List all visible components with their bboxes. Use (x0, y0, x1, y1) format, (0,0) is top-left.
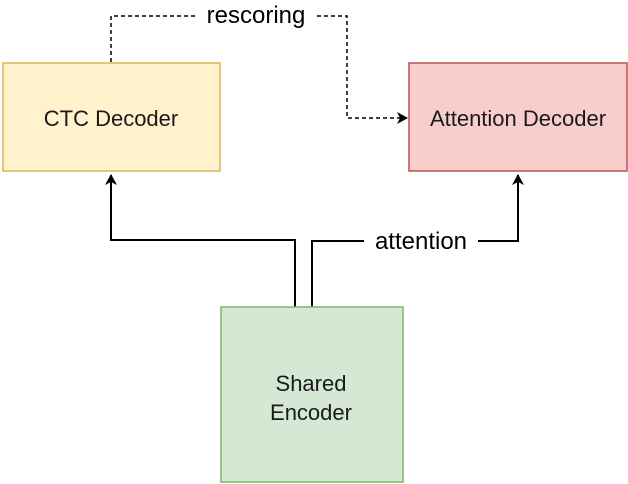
shared-encoder-label-line2: Encoder (270, 400, 352, 425)
ctc-decoder-node: CTC Decoder (2, 62, 221, 172)
encoder-to-ctc-edge (105, 174, 296, 307)
ctc-decoder-box (2, 62, 221, 172)
ctc-decoder-label: CTC Decoder (44, 106, 178, 131)
attention-decoder-label: Attention Decoder (430, 106, 606, 131)
shared-encoder-box (220, 306, 404, 483)
attention-decoder-node: Attention Decoder (408, 62, 628, 172)
attention-label-bg (364, 227, 478, 255)
rescoring-edge (110, 15, 408, 124)
rescoring-label: rescoring (207, 2, 306, 29)
rescoring-label-bg (196, 2, 316, 30)
attention-decoder-box (408, 62, 628, 172)
attention-label: attention (375, 228, 467, 255)
shared-encoder-node: Shared Encoder (220, 306, 404, 483)
shared-encoder-label-line1: Shared (276, 371, 347, 396)
